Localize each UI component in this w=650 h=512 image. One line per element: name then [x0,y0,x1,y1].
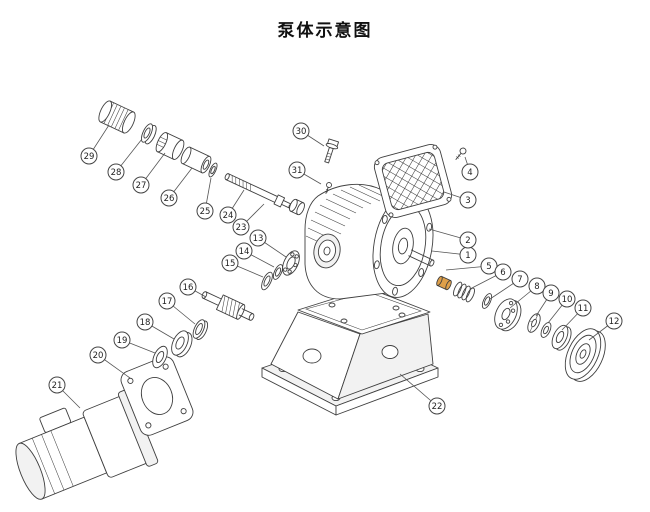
callout-22: 22 [399,373,446,415]
svg-text:7: 7 [517,275,522,285]
svg-text:24: 24 [223,211,234,221]
part-retainer [540,322,552,338]
svg-text:25: 25 [200,207,211,217]
svg-text:4: 4 [467,168,472,178]
callout-3: 3 [443,191,477,209]
part-disc [551,324,572,351]
callout-21: 21 [48,376,81,409]
svg-text:9: 9 [548,289,553,299]
callout-18: 18 [136,313,175,340]
part-knurled-coupling [98,100,136,134]
svg-text:12: 12 [609,317,620,327]
callout-6: 6 [469,263,512,290]
part-slinger [527,313,541,333]
svg-text:27: 27 [136,181,147,191]
callout-31: 31 [288,161,322,185]
callout-20: 20 [89,346,131,379]
svg-text:8: 8 [534,282,539,292]
part-motor [15,388,159,500]
part-gland-flange [494,298,522,332]
part-seal-ring [481,293,493,309]
svg-text:26: 26 [164,194,175,204]
svg-text:10: 10 [562,295,573,305]
callout-9: 9 [535,284,560,317]
part-round-nut [140,123,157,145]
svg-text:15: 15 [225,259,236,269]
svg-text:5: 5 [486,262,491,272]
part-gasket [120,356,194,436]
part-key-spacer [436,275,452,291]
part-worm-shaft [224,173,293,209]
part-lip-seal [152,345,168,369]
svg-text:13: 13 [253,234,264,244]
callout-12: 12 [588,312,623,341]
callout-23: 23 [232,203,265,236]
part-dog-coupling [155,132,185,160]
callout-28: 28 [107,138,143,181]
svg-text:31: 31 [292,166,303,176]
part-grille-screw [455,147,467,160]
part-worm-gear [201,291,255,321]
part-set-screw [325,182,332,194]
svg-text:16: 16 [183,283,194,293]
part-hex-bolt [324,138,339,164]
part-shaft-sleeve [289,198,305,216]
svg-text:20: 20 [93,351,104,361]
callout-10: 10 [547,290,576,324]
part-callouts: 1234567891011121314151617181920212223242… [48,122,623,415]
part-pump-housing [304,183,435,300]
svg-text:17: 17 [162,297,173,307]
svg-text:19: 19 [117,336,128,346]
svg-text:2: 2 [465,236,470,246]
part-spacer-ring [192,319,209,340]
svg-text:28: 28 [111,168,122,178]
part-bearing-rear [171,330,193,358]
svg-text:30: 30 [296,127,307,137]
callout-16: 16 [179,278,207,298]
part-ball-bearing [282,250,300,276]
svg-text:21: 21 [52,381,63,391]
callout-19: 19 [113,331,156,354]
part-end-cover [564,328,606,382]
callout-2: 2 [428,228,477,249]
callout-15: 15 [221,254,264,278]
diagram-title: 泵体示意图 [277,21,373,40]
part-spring [453,281,475,303]
callout-11: 11 [561,299,592,331]
callout-26: 26 [160,167,193,207]
callout-13: 13 [249,229,287,258]
part-washer-25 [208,162,218,178]
part-mounting-base [261,287,439,416]
callout-8: 8 [509,277,546,309]
part-sleeve [180,146,212,174]
callout-29: 29 [80,124,110,165]
part-washer-15 [261,271,273,291]
svg-text:6: 6 [500,268,505,278]
part-washer-14 [272,264,284,280]
callout-17: 17 [158,292,196,325]
svg-text:18: 18 [140,318,151,328]
callout-27: 27 [132,152,166,194]
callout-24: 24 [219,189,245,224]
svg-text:11: 11 [578,304,589,314]
callout-30: 30 [292,122,325,147]
svg-text:1: 1 [465,251,470,261]
svg-text:14: 14 [239,247,250,257]
callout-1: 1 [431,246,477,264]
svg-text:3: 3 [465,196,470,206]
callout-14: 14 [235,242,275,268]
callout-7: 7 [489,270,529,300]
svg-text:23: 23 [236,223,247,233]
svg-text:29: 29 [84,152,95,162]
callout-5: 5 [445,257,498,275]
svg-text:22: 22 [432,402,443,412]
callout-4: 4 [461,156,479,181]
callout-25: 25 [196,177,214,220]
